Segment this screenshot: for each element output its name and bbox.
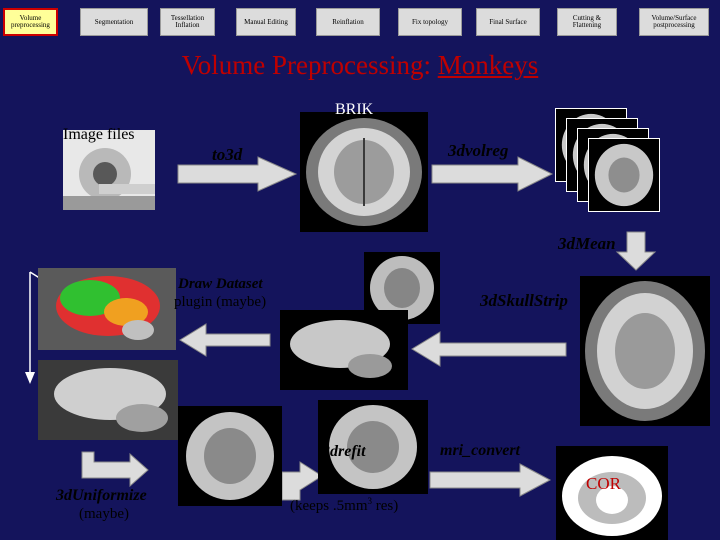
keeps-suffix: res) [371,498,399,514]
plugin-label: plugin (maybe) [174,294,267,310]
nav-label: Final Surface [489,17,527,26]
pointer-head-2 [25,372,35,384]
uniformize-label: 3dUniformize [56,487,147,504]
arrow-draw-dataset [179,323,271,357]
brik-brain-image [300,112,428,232]
nav-final-surface[interactable]: Final Surface [476,8,540,36]
nav-label: Reinflation [332,17,364,26]
nav-manual-editing[interactable]: Manual Editing [236,8,296,36]
nav-volume-preprocessing[interactable]: Volume preprocessing [3,8,58,36]
title-prefix: Volume Preprocessing: [181,50,438,80]
arrow-mri-convert [429,463,552,497]
brik-label: BRIK [335,101,374,118]
arrow-mean [615,231,657,271]
mri-convert-label: mri_convert [440,442,520,459]
stack-brain-4 [588,138,660,212]
arrow-uniformize [81,451,149,488]
scanner-photo [63,130,155,210]
mean-label: 3dMean [558,234,616,253]
brain-sagittal-icon [38,268,176,350]
nav-label: Fix topology [412,17,448,26]
brain-axial-icon [306,118,422,226]
nav-segmentation[interactable]: Segmentation [80,8,148,36]
brain-axial-icon [370,256,434,320]
nav-reinflation[interactable]: Reinflation [316,8,380,36]
volreg-label: 3dvolreg [448,141,509,160]
brain-axial-icon [329,405,417,489]
keeps-res-label: (keeps .5mm3 res) [290,496,398,515]
arrow-refit [281,461,323,501]
sagittal-gray-brain-left [38,360,178,440]
draw-dataset-label: Draw Dataset [178,276,263,292]
cor-brain-image [556,446,668,540]
maybe-label: (maybe) [79,506,129,522]
image-files-label: Image files [63,126,135,143]
nav-volume-surface-postprocessing[interactable]: Volume/Surface postprocessing [639,8,709,36]
brain-axial-icon [186,412,274,500]
brain-axial-icon [585,281,705,421]
cor-label: COR [586,474,621,493]
skullstrip-brain-image [580,276,710,426]
refit-brain-image [318,400,428,494]
arrow-skullstrip [411,331,567,367]
keeps-prefix: (keeps .5mm [290,498,368,514]
nav-label: Tessellation Inflation [170,14,205,29]
nav-label: Volume/Surface postprocessing [651,14,697,29]
nav-cutting-flattening[interactable]: Cutting & Flattening [557,8,617,36]
keeps-superscript: 3 [367,496,372,506]
brain-sagittal-icon [280,310,408,390]
nav-label: Cutting & Flattening [572,14,602,29]
skullstrip-label: 3dSkullStrip [480,291,568,310]
brain-sagittal-icon [38,360,178,440]
uniformize-brain-image [178,406,282,506]
sagittal-color-brain [38,268,176,350]
nav-fix-topology[interactable]: Fix topology [398,8,462,36]
brain-axial-icon [594,143,654,207]
to3d-label: to3d [212,145,243,164]
page-title: Volume Preprocessing: Monkeys [0,50,720,81]
nav-label: Manual Editing [244,17,288,26]
nav-tessellation-inflation[interactable]: Tessellation Inflation [160,8,215,36]
title-subject: Monkeys [437,50,539,80]
refit-label: 3drefit [322,443,366,460]
scanner-icon [63,130,155,210]
arrow-volreg [431,156,554,192]
nav-label: Segmentation [94,17,134,26]
nav-label: Volume preprocessing [11,14,50,29]
brain-coronal-icon [562,456,662,536]
sagittal-gray-brain [280,310,408,390]
